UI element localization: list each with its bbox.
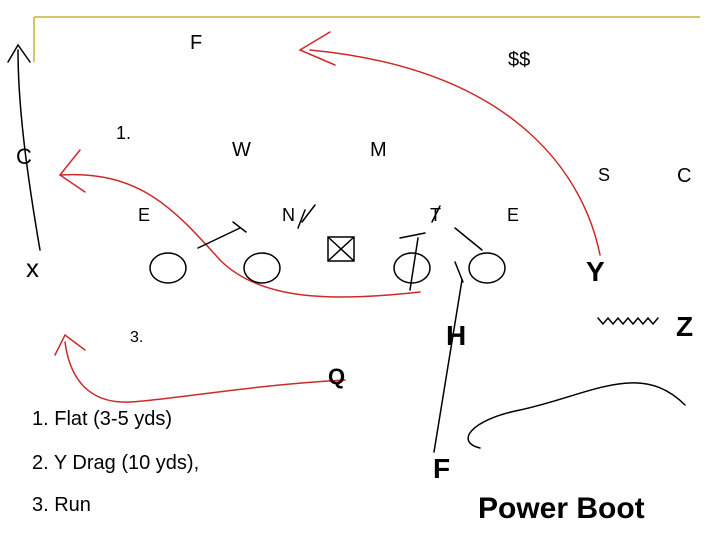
- route-money-post: [309, 49, 601, 256]
- center-box-diag2: [327, 236, 355, 262]
- defender-mike: M: [370, 139, 387, 161]
- route-x-go: [17, 49, 41, 251]
- legend-item-flat: 1. Flat (3-5 yds): [32, 408, 173, 430]
- player-y: Y: [586, 256, 605, 287]
- route-flat-arrowhead: [58, 149, 86, 193]
- defender-strong-safety: S: [598, 165, 611, 185]
- route-number-one: 1.: [116, 123, 132, 143]
- defender-tackle: T: [430, 205, 441, 225]
- lineman-left-tackle: [149, 252, 187, 284]
- block-center: [297, 209, 306, 229]
- route-run: [64, 341, 346, 403]
- play-title: Power Boot: [478, 492, 645, 525]
- block-right-guard: [454, 227, 483, 251]
- player-fullback: F: [433, 453, 451, 484]
- block-right-tackle: [399, 232, 426, 239]
- defender-money: $$: [508, 49, 531, 71]
- block-tight-end-tick: [409, 237, 419, 291]
- route-run-arrowhead: [54, 333, 86, 356]
- defender-end-left: E: [138, 205, 151, 225]
- player-h: H: [446, 320, 467, 351]
- defender-end-right: E: [507, 205, 520, 225]
- lineman-right-tackle: [468, 252, 506, 284]
- defender-will: W: [232, 139, 251, 161]
- block-n-slash: [301, 204, 316, 223]
- defender-free-safety: F: [190, 32, 203, 54]
- player-z: Z: [676, 311, 694, 342]
- defender-corner-left: C: [16, 144, 32, 169]
- defender-corner-right: C: [677, 165, 692, 187]
- route-x-arrowhead: [7, 43, 31, 63]
- route-z-shuffle: [467, 382, 686, 449]
- legend-item-run: 3. Run: [32, 494, 91, 516]
- route-number-three: 3.: [130, 329, 144, 346]
- lineman-right-guard: [393, 252, 431, 284]
- player-quarterback: Q: [328, 364, 346, 389]
- route-flat: [59, 173, 421, 298]
- block-t-slash: [431, 205, 441, 223]
- route-money-arrowhead: [298, 31, 336, 66]
- route-fullback: [433, 279, 463, 453]
- lineman-left-guard: [243, 252, 281, 284]
- player-x: x: [26, 253, 39, 283]
- defender-nose: N: [282, 205, 295, 225]
- center-box: [327, 236, 355, 262]
- block-left-tackle: [197, 227, 241, 249]
- block-fullback-tick: [454, 261, 464, 283]
- legend-item-y-drag: 2. Y Drag (10 yds),: [32, 452, 200, 474]
- route-z-motion: [597, 316, 659, 326]
- block-left-tackle-cap: [232, 221, 247, 233]
